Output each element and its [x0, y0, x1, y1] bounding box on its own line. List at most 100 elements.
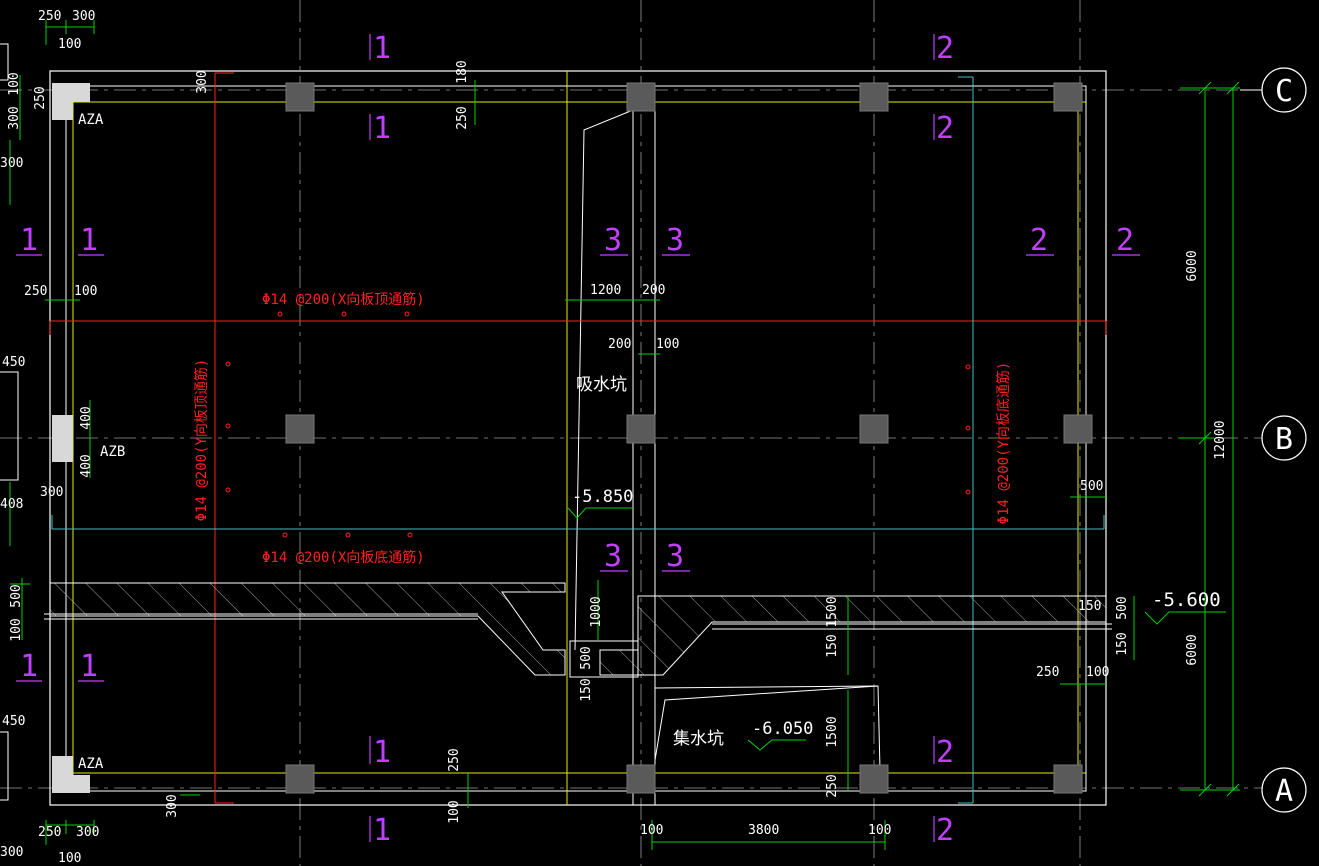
- slab-section-right: [599, 595, 1107, 676]
- dim-text: 300: [165, 794, 180, 817]
- dimension-texts: 250 300 100 250 300 100 250 100 1200 200…: [0, 9, 1109, 866]
- rebar-y-bottom-label: Φ14 @200(Y向板底通筋): [995, 362, 1012, 525]
- edge-member-aza-top: [52, 83, 90, 120]
- dim-text: 100: [656, 337, 679, 352]
- column: [626, 82, 656, 112]
- dim-text: 1500: [825, 716, 840, 747]
- elevation-sump: -5.850: [572, 487, 633, 507]
- dim-text: 250: [38, 9, 61, 24]
- dim-text: 250: [825, 774, 840, 797]
- section-mark: 2: [936, 111, 954, 146]
- dim-text: 450: [2, 714, 25, 729]
- dim-text: 250: [447, 748, 462, 771]
- rebar-annotations: Φ14 @200(X向板顶通筋) Φ14 @200(X向板底通筋) Φ14 @2…: [193, 291, 1012, 566]
- dim-text: 300: [76, 825, 99, 840]
- edge-member-label: AZA: [78, 756, 104, 772]
- section-markers: 1 1 2 2 1 1 3 3 2 2 3 3 1 1 1 1 2 2: [16, 31, 1140, 848]
- dim-text: 500: [1080, 479, 1103, 494]
- dim-text: 100: [9, 618, 24, 641]
- edge-member-label: AZA: [78, 112, 104, 128]
- section-mark: 1: [373, 111, 391, 146]
- edge-member-azb: [52, 415, 73, 462]
- dim-text: 250: [38, 825, 61, 840]
- dim-text: 400: [79, 406, 94, 429]
- column: [859, 414, 889, 444]
- columns: [285, 82, 1093, 794]
- column: [1053, 764, 1083, 794]
- dim-text: 250: [1036, 665, 1059, 680]
- dim-text: 300: [0, 845, 23, 860]
- dimension-lines: [9, 20, 1135, 850]
- dim-6000-top: 6000: [1185, 250, 1200, 281]
- dim-text: 150: [825, 634, 840, 657]
- section-mark: 3: [604, 539, 622, 574]
- section-mark: 2: [1116, 223, 1134, 258]
- dim-text: 200: [608, 337, 631, 352]
- edge-member-label: AZB: [100, 444, 125, 460]
- dim-12000: 12000: [1213, 420, 1228, 459]
- section-mark: 2: [936, 735, 954, 770]
- member-labels: AZA AZB AZA 吸水坑 集水坑: [78, 112, 724, 772]
- axis-bubbles: C B A: [1240, 67, 1307, 813]
- elevation-marks: -5.850 -5.600 -6.050: [567, 487, 1226, 751]
- dim-text: 1500: [825, 596, 840, 627]
- dim-text: 1200: [590, 283, 621, 298]
- collection-pit: [654, 685, 881, 771]
- dim-text: 250: [33, 86, 48, 109]
- dim-text: 500: [579, 646, 594, 669]
- dim-text: 100: [7, 72, 22, 95]
- pit-slope: [654, 685, 879, 761]
- edge-member-aza-bottom: [52, 756, 90, 793]
- dim-text: 500: [9, 584, 24, 607]
- section-mark: 1: [20, 223, 38, 258]
- column: [285, 764, 315, 794]
- dim-text: 100: [640, 823, 663, 838]
- rebar-lines: [49, 72, 1107, 804]
- axis-label-b: B: [1275, 422, 1293, 457]
- section-mark: 1: [373, 813, 391, 848]
- section-mark: 2: [936, 31, 954, 66]
- dim-text: 300: [195, 70, 210, 93]
- column: [285, 414, 315, 444]
- dim-text: 300: [7, 106, 22, 129]
- column: [859, 82, 889, 112]
- elevation-pit: -6.050: [752, 719, 813, 739]
- dim-text: 100: [1086, 665, 1109, 680]
- axis-bubble-b: [1261, 415, 1307, 461]
- section-mark: 1: [80, 649, 98, 684]
- dim-text: 100: [447, 800, 462, 823]
- dim-text: 200: [642, 283, 665, 298]
- axis-label-a: A: [1275, 774, 1293, 809]
- dim-text: 250: [455, 106, 470, 129]
- axis-bubble-a: [1261, 767, 1307, 813]
- sump-slope-line: [574, 109, 634, 651]
- dim-text: 400: [79, 454, 94, 477]
- section-mark: 3: [666, 223, 684, 258]
- section-mark: 1: [80, 223, 98, 258]
- dim-text: 100: [868, 823, 891, 838]
- dim-text: 500: [1115, 596, 1130, 619]
- dim-text: 450: [2, 355, 25, 370]
- rebar-x-bottom-label: Φ14 @200(X向板底通筋): [262, 549, 425, 566]
- slab-section: [44, 582, 1112, 678]
- left-edge-fragments: [0, 43, 19, 801]
- section-mark: 2: [936, 813, 954, 848]
- dim-text: 250: [24, 284, 47, 299]
- section-mark: 2: [1030, 223, 1048, 258]
- dim-text: 150: [1078, 599, 1101, 614]
- dim-text: 180: [455, 60, 470, 83]
- slab-section-left: [49, 582, 566, 676]
- section-mark: 1: [373, 31, 391, 66]
- section-mark: 3: [604, 223, 622, 258]
- sump-label: 吸水坑: [576, 375, 627, 395]
- dim-text: 300: [0, 156, 23, 171]
- axis-label-c: C: [1275, 74, 1293, 109]
- column: [1063, 414, 1093, 444]
- right-dimension-chain: [1180, 81, 1240, 797]
- section-mark: 3: [666, 539, 684, 574]
- dim-text: 300: [40, 485, 63, 500]
- elevation-slab: -5.600: [1152, 589, 1221, 611]
- edge-members: [52, 83, 90, 793]
- column: [285, 82, 315, 112]
